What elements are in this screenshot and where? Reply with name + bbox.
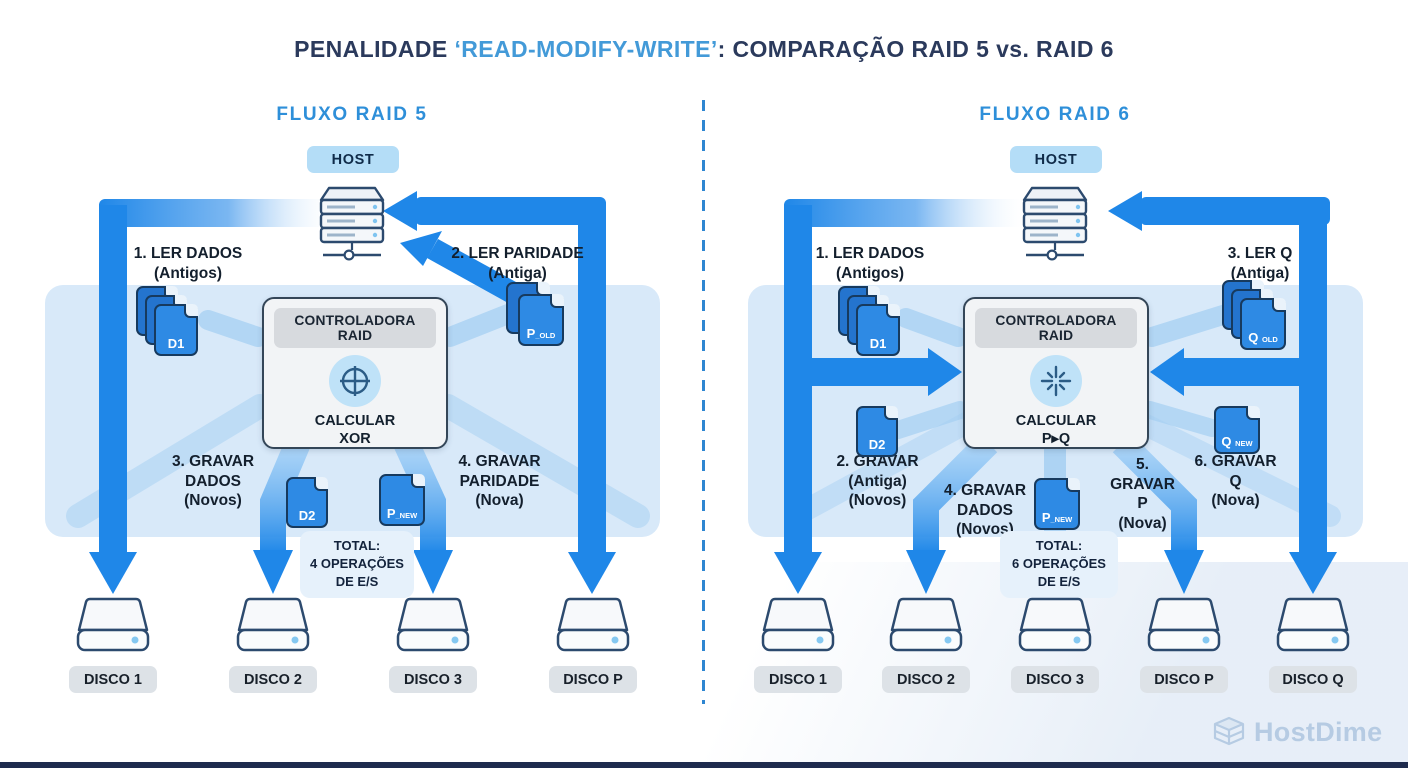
raid5-step4-label: 4. GRAVAR PARIDADE (Nova) bbox=[458, 453, 541, 510]
raid6-disk2-icon bbox=[889, 597, 963, 652]
panel-divider-dashed-line bbox=[702, 100, 705, 704]
raid6-diskP-icon bbox=[1147, 597, 1221, 652]
raid6-qold-doc-icon: Q OLD bbox=[1240, 298, 1286, 350]
brand-logo: HostDime bbox=[1212, 716, 1382, 748]
raid6-calc-line2: P▸Q bbox=[1041, 431, 1071, 448]
raid5-server-icon bbox=[319, 186, 385, 261]
raid6-pq-icon bbox=[1030, 355, 1082, 407]
raid6-qnew-doc-icon: Q NEW bbox=[1214, 406, 1260, 454]
raid6-step6-label: 6. GRAVAR Q (Nova) bbox=[1194, 453, 1277, 510]
raid6-step2-label: 2. GRAVAR (Antiga) (Novos) bbox=[836, 453, 919, 510]
bottom-accent-bar bbox=[0, 762, 1408, 768]
raid6-d1-doc-icon: D1 bbox=[856, 304, 900, 356]
raid5-xor-icon bbox=[329, 355, 381, 407]
title-highlight: ‘READ-MODIFY-WRITE’ bbox=[454, 36, 718, 62]
raid6-d2-doc-icon: D2 bbox=[856, 406, 898, 457]
raid5-d1-doc-stack: D1 bbox=[136, 286, 206, 356]
raid6-diskQ-label: DISCO Q bbox=[1269, 666, 1357, 693]
raid5-host-box: HOST bbox=[307, 146, 399, 173]
raid6-step5-label: 5. GRAVAR P (Nova) bbox=[1110, 456, 1175, 533]
raid5-disk3-label: DISCO 3 bbox=[389, 666, 477, 693]
title-suffix: : COMPARAÇÃO RAID 5 vs. RAID 6 bbox=[717, 36, 1114, 62]
raid5-controller-box: CONTROLADORA RAID CALCULAR XOR bbox=[262, 297, 448, 449]
raid5-disk1-label: DISCO 1 bbox=[69, 666, 157, 693]
raid5-write-data-arrow bbox=[253, 437, 310, 594]
raid6-disk3-label: DISCO 3 bbox=[1011, 666, 1099, 693]
raid6-controller-label: CONTROLADORA RAID bbox=[975, 308, 1137, 348]
raid5-calc-line2: XOR bbox=[339, 431, 371, 448]
hostdime-cube-icon bbox=[1213, 716, 1245, 746]
raid5-disk1-icon bbox=[76, 597, 150, 652]
brand-text: HostDime bbox=[1254, 716, 1383, 747]
title-prefix: PENALIDADE bbox=[294, 36, 455, 62]
raid5-step2-label: 2. LER PARIDADE (Antiga) bbox=[451, 245, 584, 282]
raid6-disk1-label: DISCO 1 bbox=[754, 666, 842, 693]
raid5-disk2-icon bbox=[236, 597, 310, 652]
raid5-read-data-arrow bbox=[89, 199, 334, 594]
raid5-diskP-icon bbox=[556, 597, 630, 652]
raid6-diskQ-icon bbox=[1276, 597, 1350, 652]
right-panel-title: FLUXO RAID 6 bbox=[979, 104, 1131, 125]
raid5-total-box: TOTAL: 4 OPERAÇÕES DE E/S bbox=[300, 531, 414, 598]
raid5-d1-doc-icon: D1 bbox=[154, 304, 198, 356]
background-wash bbox=[408, 562, 1408, 762]
raid5-step3-label: 3. GRAVAR DADOS (Novos) bbox=[171, 453, 255, 510]
raid5-controller-label: CONTROLADORA RAID bbox=[274, 308, 436, 348]
raid5-pold-doc-icon: P_OLD bbox=[518, 294, 564, 346]
raid6-diskP-label: DISCO P bbox=[1140, 666, 1228, 693]
raid6-step1-label: 1. LER DADOS (Antigos) bbox=[815, 245, 925, 282]
raid5-pnew-doc-icon: P_NEW bbox=[379, 474, 425, 526]
raid6-read-data-arrow bbox=[774, 199, 1024, 594]
raid6-disk3-icon bbox=[1018, 597, 1092, 652]
raid5-disk3-icon bbox=[396, 597, 470, 652]
raid6-read-q-arrow bbox=[1108, 191, 1337, 594]
raid6-step4-label: 4. GRAVAR DADOS (Novos) bbox=[943, 482, 1027, 539]
raid5-disk2-label: DISCO 2 bbox=[229, 666, 317, 693]
page-title: PENALIDADE ‘READ-MODIFY-WRITE’: COMPARAÇ… bbox=[0, 36, 1408, 63]
raid6-total-box: TOTAL: 6 OPERAÇÕES DE E/S bbox=[1000, 531, 1118, 598]
raid5-diskP-label: DISCO P bbox=[549, 666, 637, 693]
raid6-qold-doc-stack: Q OLD bbox=[1222, 280, 1292, 350]
raid5-d2-doc-icon: D2 bbox=[286, 477, 328, 528]
raid6-controller-box: CONTROLADORA RAID CALCULAR P▸Q bbox=[963, 297, 1149, 449]
left-panel-title: FLUXO RAID 5 bbox=[276, 104, 428, 125]
raid5-write-parity-arrow bbox=[394, 437, 453, 594]
raid6-server-icon bbox=[1022, 186, 1088, 261]
raid6-write-p-arrow bbox=[1112, 433, 1204, 594]
raid6-disk1-icon bbox=[761, 597, 835, 652]
raid5-pold-doc-stack: P_OLD bbox=[506, 282, 570, 346]
raid6-pnew-doc-icon: P_NEW bbox=[1034, 478, 1080, 530]
raid6-calc-line1: CALCULAR bbox=[1015, 413, 1097, 429]
raid6-host-box: HOST bbox=[1010, 146, 1102, 173]
raid6-write-data-arrow bbox=[906, 433, 998, 594]
raid5-step1-label: 1. LER DADOS (Antigos) bbox=[133, 245, 243, 282]
raid6-disk2-label: DISCO 2 bbox=[882, 666, 970, 693]
raid6-step3-label: 3. LER Q (Antiga) bbox=[1227, 245, 1293, 282]
raid6-d1-doc-stack: D1 bbox=[838, 286, 908, 356]
raid5-calc-line1: CALCULAR bbox=[314, 413, 396, 429]
